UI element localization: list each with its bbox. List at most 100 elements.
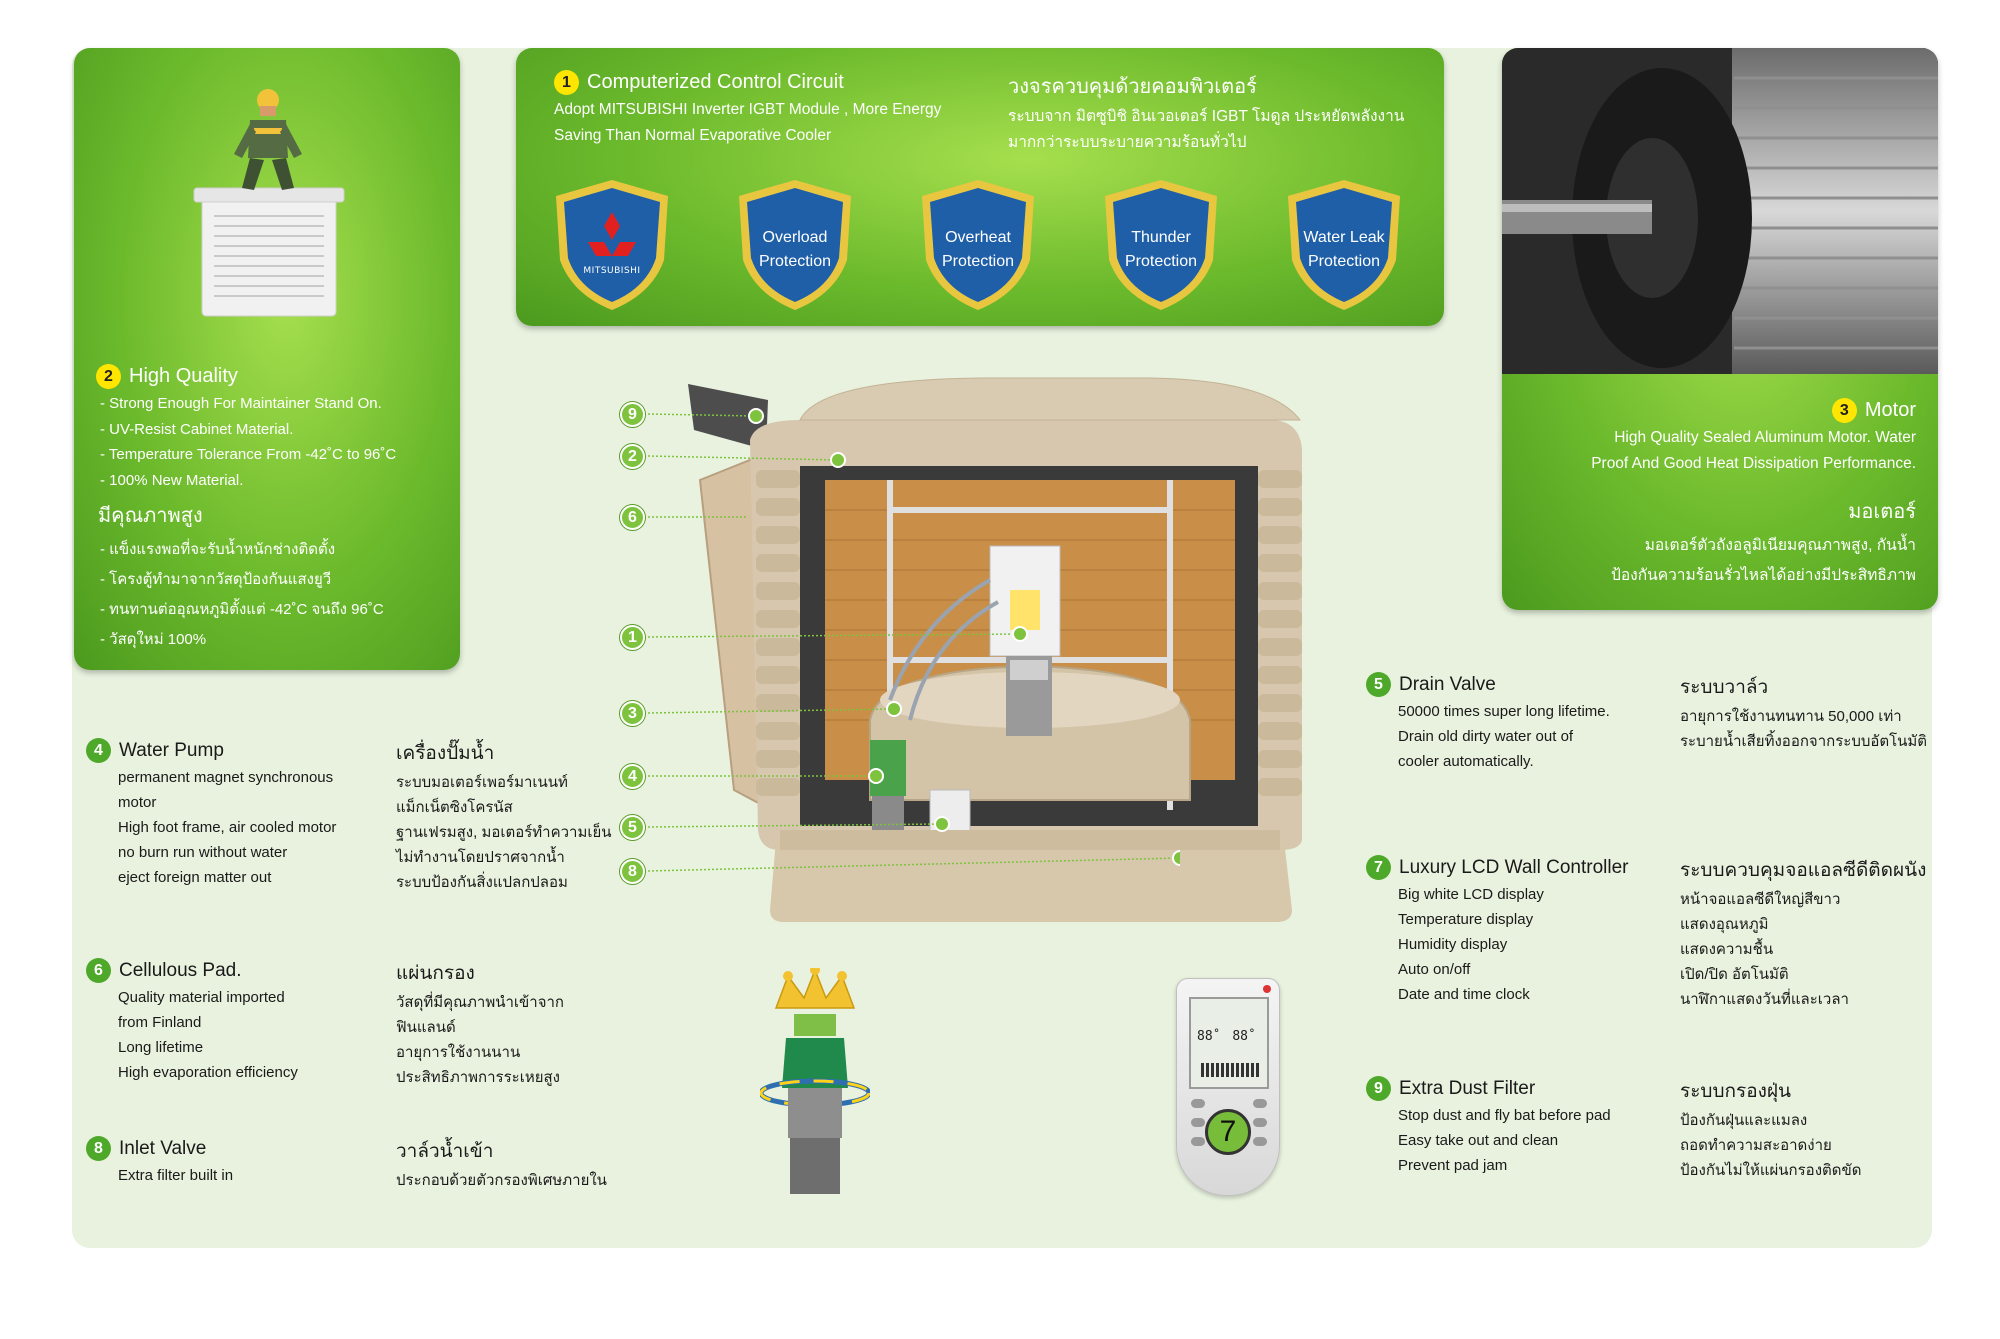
water-pump-title-th: เครื่องปั๊มน้ำ: [396, 743, 495, 764]
control-circuit-desc-th: ระบบจาก มิตซูบิชิ อินเวอเตอร์ IGBT โมดูล…: [1008, 108, 1405, 125]
water-leak-protection-shield: Water Leak Protection: [1280, 176, 1408, 314]
shield-label: Protection: [941, 253, 1015, 270]
lcd-controller-line-th: หน้าจอแอลซีดีใหญ่สีขาว: [1680, 891, 1841, 908]
cellulous-pad-line-th: ฟินแลนด์: [396, 1019, 456, 1036]
overload-protection-shield: Overload Protection: [731, 176, 859, 314]
water-pump-line-th: ระบบมอเตอร์เพอร์มาเนนท์: [396, 774, 568, 791]
feature-number-badge: 1: [554, 70, 579, 95]
cellulous-pad-feature-th: แผ่นกรอง วัสดุที่มีคุณภาพนำเข้าจาก ฟินแล…: [396, 958, 564, 1090]
dust-filter-line-en: Stop dust and fly bat before pad: [1398, 1107, 1611, 1124]
shield-label: Overload: [762, 229, 828, 246]
feature-number-badge: 8: [86, 1136, 111, 1161]
motor-desc-th: มอเตอร์ตัวถังอลูมิเนียมคุณภาพสูง, กันน้ำ: [1644, 537, 1916, 554]
dust-filter-title-th: ระบบกรองฝุ่น: [1680, 1081, 1792, 1102]
high-quality-item-en: - UV-Resist Cabinet Material.: [100, 420, 294, 438]
high-quality-item-en: - 100% New Material.: [100, 471, 244, 489]
inlet-valve-feature-th: วาล์วน้ำเข้า ประกอบด้วยตัวกรองพิเศษภายใน: [396, 1136, 607, 1193]
lcd-controller-title-th: ระบบควบคุมจอแอลซีดีติดผนัง: [1680, 860, 1927, 881]
high-quality-item-th: - วัสดุใหม่ 100%: [100, 631, 207, 648]
water-pump-feature-th: เครื่องปั๊มน้ำ ระบบมอเตอร์เพอร์มาเนนท์ แ…: [396, 738, 612, 895]
callout-badge-9: 9: [620, 402, 645, 427]
control-circuit-desc-en: Saving Than Normal Evaporative Cooler: [554, 127, 832, 144]
control-circuit-desc-th: มากกว่าระบบระบายความร้อนทั่วไป: [1008, 134, 1247, 151]
lcd-controller-line-th: แสดงความชื้น: [1680, 941, 1774, 958]
lcd-controller-line-en: Date and time clock: [1398, 986, 1530, 1003]
callout-badge-8: 8: [620, 859, 645, 884]
cellulous-pad-title: Cellulous Pad.: [119, 959, 242, 981]
dust-filter-feature: 9 Extra Dust Filter Stop dust and fly ba…: [1366, 1076, 1611, 1178]
shield-label: Water Leak: [1303, 229, 1385, 246]
callout-badge-6: 6: [620, 505, 645, 530]
cellulous-pad-line-en: from Finland: [118, 1014, 202, 1031]
remote-lcd-temp-left: 88˚: [1197, 1029, 1221, 1044]
callout-lines: [647, 408, 1180, 872]
dust-filter-feature-th: ระบบกรองฝุ่น ป้องกันฝุ่นและแมลง ถอดทำควา…: [1680, 1076, 1862, 1183]
cellulous-pad-line-th: อายุการใช้งานนาน: [396, 1044, 521, 1061]
water-pump-line-th: ฐานเฟรมสูง, มอเตอร์ทำความเย็น: [396, 824, 612, 841]
lcd-controller-line-en: Temperature display: [1398, 911, 1534, 928]
remote-power-indicator: [1263, 985, 1271, 993]
feature-number-badge: 6: [86, 958, 111, 983]
water-pump-line-th: ระบบป้องกันสิ่งแปลกปลอม: [396, 874, 568, 891]
dust-filter-title: Extra Dust Filter: [1399, 1077, 1536, 1099]
drain-valve-line-en: 50000 times super long lifetime.: [1398, 703, 1610, 720]
high-quality-item-en: - Temperature Tolerance From -42˚C to 96…: [100, 446, 397, 463]
high-quality-title: High Quality: [129, 365, 238, 387]
water-pump-line-en: motor: [118, 794, 157, 811]
high-quality-item-th: - ทนทานต่ออุณหภูมิตั้งแต่ -42˚C จนถึง 96…: [100, 601, 384, 618]
remote-number-badge: 7: [1205, 1109, 1251, 1155]
motor-desc-th: ป้องกันความร้อนรั่วไหลได้อย่างมีประสิทธิ…: [1611, 567, 1916, 584]
inlet-valve-feature: 8 Inlet Valve Extra filter built in: [86, 1136, 233, 1188]
cellulous-pad-title-th: แผ่นกรอง: [396, 963, 475, 984]
cellulous-pad-line-en: High evaporation efficiency: [118, 1064, 298, 1081]
cellulous-pad-feature: 6 Cellulous Pad. Quality material import…: [86, 958, 298, 1085]
motor-text: 3 Motor High Quality Sealed Aluminum Mot…: [1591, 398, 1916, 591]
lcd-remote-controller: 88˚ 88˚ 7: [1176, 978, 1280, 1196]
thunder-protection-shield: Thunder Protection: [1097, 176, 1225, 314]
control-circuit-desc-en: Adopt MITSUBISHI Inverter IGBT Module , …: [554, 101, 942, 118]
drain-valve-line-en: Drain old dirty water out of: [1398, 728, 1574, 745]
feature-number-badge: 2: [96, 364, 121, 389]
feature-number-badge: 9: [1366, 1076, 1391, 1101]
high-quality-title-th: มีคุณภาพสูง: [98, 503, 203, 527]
inlet-valve-title: Inlet Valve: [119, 1137, 207, 1159]
shield-label: Protection: [758, 253, 832, 270]
cellulous-pad-line-th: ประสิทธิภาพการระเหยสูง: [396, 1069, 560, 1086]
overheat-protection-shield: Overheat Protection: [914, 176, 1042, 314]
feature-number-badge: 3: [1831, 398, 1857, 423]
control-circuit-text-th: วงจรควบคุมด้วยคอมพิวเตอร์ ระบบจาก มิตซูบ…: [1008, 70, 1404, 156]
inlet-valve-title-th: วาล์วน้ำเข้า: [396, 1141, 494, 1162]
dust-filter-line-th: ป้องกันไม่ให้แผ่นกรองติดขัด: [1680, 1162, 1862, 1179]
motor-photo: [1502, 48, 1938, 374]
shield-label: Overheat: [945, 229, 1011, 246]
drain-valve-title-th: ระบบวาล์ว: [1680, 677, 1769, 698]
dust-filter-line-en: Prevent pad jam: [1398, 1157, 1508, 1174]
mitsubishi-shield: MITSUBISHI: [548, 176, 676, 314]
lcd-controller-line-th: นาฬิกาแสดงวันที่และเวลา: [1680, 991, 1849, 1008]
inlet-valve-line-th: ประกอบด้วยตัวกรองพิเศษภายใน: [396, 1172, 607, 1189]
dust-filter-line-en: Easy take out and clean: [1398, 1132, 1559, 1149]
drain-valve-line-th: อายุการใช้งานทนทาน 50,000 เท่า: [1680, 708, 1902, 725]
callout-badge-3: 3: [620, 701, 645, 726]
water-pump-line-en: High foot frame, air cooled motor: [118, 819, 337, 836]
drain-valve-feature: 5 Drain Valve 50000 times super long lif…: [1366, 672, 1610, 774]
lcd-controller-line-en: Big white LCD display: [1398, 886, 1544, 903]
lcd-controller-line-en: Humidity display: [1398, 936, 1508, 953]
water-pump-line-th: แม็กเน็ตซิงโครนัส: [396, 799, 513, 816]
drain-valve-title: Drain Valve: [1399, 673, 1496, 695]
cellulous-pad-line-en: Long lifetime: [118, 1039, 204, 1056]
cooler-with-worker-illustration: [193, 89, 345, 317]
remote-buttons: [1191, 1099, 1267, 1146]
shield-label: Protection: [1307, 253, 1381, 270]
high-quality-item-th: - โครงตู้ทำมาจากวัสดุป้องกันแสงยูวี: [100, 571, 332, 588]
motor-title-th: มอเตอร์: [1848, 499, 1916, 523]
dust-filter-line-th: ถอดทำความสะอาดง่าย: [1680, 1137, 1832, 1154]
lcd-controller-line-th: เปิด/ปิด อัตโนมัติ: [1680, 966, 1789, 983]
lcd-controller-feature: 7 Luxury LCD Wall Controller Big white L…: [1366, 855, 1628, 1007]
feature-number-badge: 4: [86, 738, 111, 763]
motor-title: Motor: [1864, 399, 1916, 421]
water-pump-line-en: permanent magnet synchronous: [118, 769, 334, 786]
lcd-controller-line-en: Auto on/off: [1398, 961, 1471, 978]
remote-lcd-temp-right: 88˚: [1232, 1029, 1256, 1044]
pump-with-crown-illustration: [760, 968, 870, 1194]
